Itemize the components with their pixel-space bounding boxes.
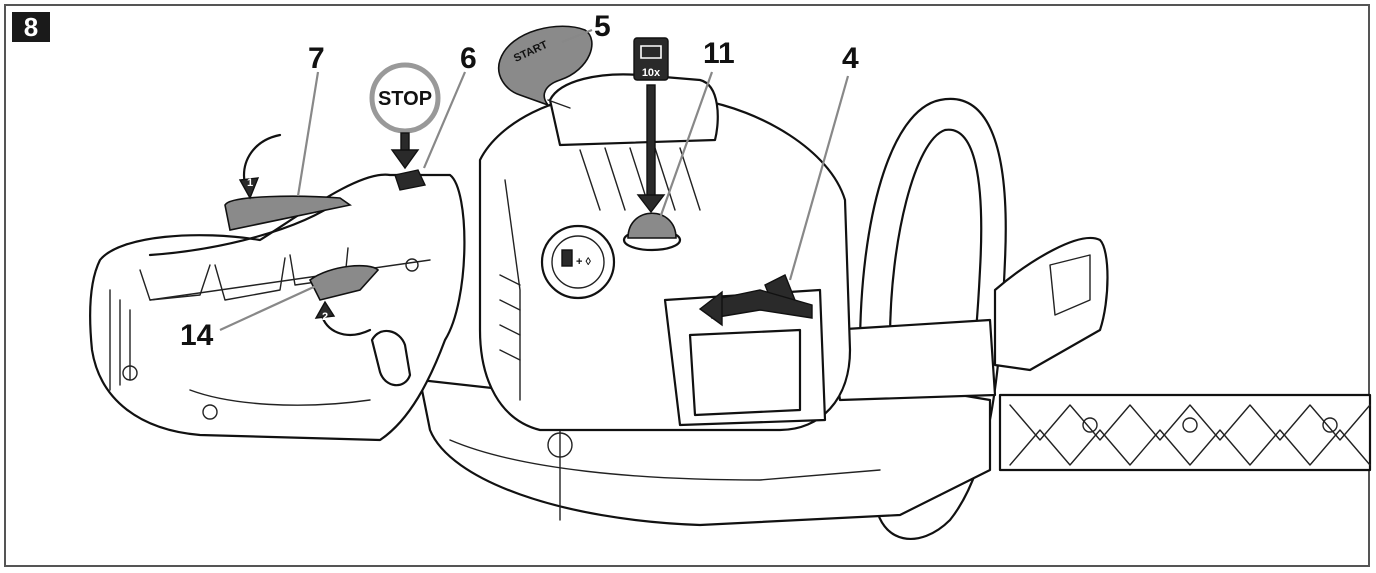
- fuel-cap: + ◊: [540, 224, 616, 300]
- fuel-cap-symbol: + ◊: [576, 256, 591, 268]
- primer-count-label: 10x: [642, 67, 661, 79]
- callout-11: 11: [703, 37, 735, 70]
- figure-number-badge: 8: [12, 12, 50, 42]
- step2-number: 2: [322, 311, 328, 323]
- starter-handle: START: [498, 25, 593, 109]
- stop-label: STOP: [378, 88, 432, 110]
- primer-indicator: 10x: [633, 37, 669, 214]
- choke-arrow: [698, 289, 813, 327]
- primer-bulb: [622, 212, 682, 252]
- callout-5: 5: [594, 10, 611, 43]
- leader-lines: [219, 28, 850, 331]
- callout-7: 7: [308, 42, 325, 75]
- engine-block: [478, 73, 852, 432]
- cutter-blade: [998, 393, 1372, 472]
- rear-handle: 1 2: [88, 133, 466, 442]
- callout-14: 14: [180, 319, 214, 352]
- callout-4: 4: [842, 42, 859, 75]
- stop-indicator: STOP: [369, 62, 441, 170]
- callout-6: 6: [460, 42, 477, 75]
- step1-number: 1: [247, 177, 253, 189]
